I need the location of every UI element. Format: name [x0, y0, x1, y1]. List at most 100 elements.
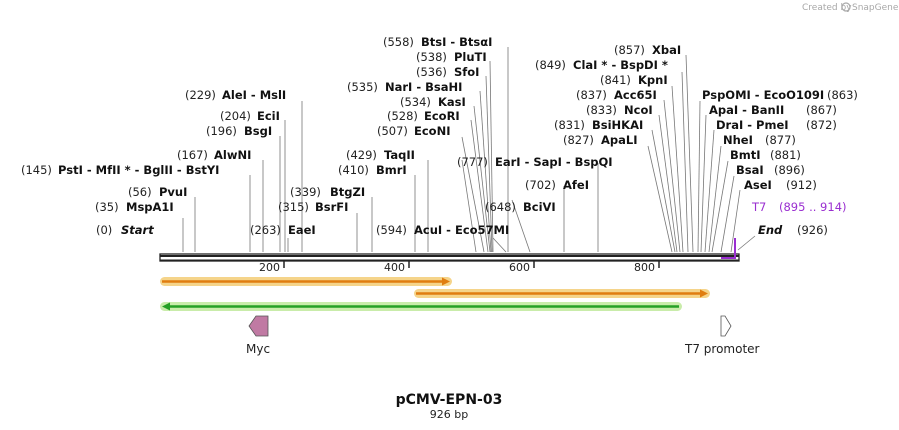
site-name: ApaLI [601, 133, 638, 147]
map-length: 926 bp [430, 408, 468, 421]
feature-t7-promoter[interactable]: T7 promoter [684, 315, 760, 356]
site-pos: (204) [220, 109, 251, 123]
site-pos: (56) [128, 185, 152, 199]
site-name: BsrFI [315, 200, 348, 214]
feature-label: Myc [246, 342, 270, 356]
orf-arrow-1[interactable] [160, 277, 452, 286]
start-pos: (0) [96, 223, 112, 237]
site-pos: (702) [525, 178, 556, 192]
site-name: AlwNI [214, 148, 251, 162]
site-pos: (339) [290, 185, 321, 199]
site-name: EciI [257, 109, 280, 123]
site-name: BsgI [244, 124, 272, 138]
site-name: PvuI [159, 185, 187, 199]
primer-name: T7 [751, 200, 766, 214]
site-name: NcoI [624, 103, 653, 117]
site-name: KpnI [638, 73, 668, 87]
site-name: XbaI [652, 43, 681, 57]
site-labels: (35) MspA1I (56) PvuI (145) PstI - MfII … [21, 35, 858, 237]
site-pos: (528) [387, 109, 418, 123]
site-pos: (837) [576, 88, 607, 102]
site-name: AfeI [563, 178, 589, 192]
site-pos: (833) [586, 103, 617, 117]
site-name: NheI [723, 133, 753, 147]
site-pos: (538) [416, 50, 447, 64]
site-name: AseI [744, 178, 772, 192]
site-name: AcuI - Eco57MI [414, 223, 509, 237]
myc-feature-arrow-icon [248, 315, 269, 337]
site-pos: (536) [416, 65, 447, 79]
site-pos: (507) [377, 124, 408, 138]
site-name: BciVI [523, 200, 556, 214]
end-label: End [758, 223, 783, 237]
site-name: SfoI [454, 65, 479, 79]
site-name: MspA1I [126, 200, 174, 214]
credit-brand: SnapGene [852, 3, 899, 13]
site-pos: (877) [765, 133, 796, 147]
site-pos: (429) [346, 148, 377, 162]
orf-arrow-2[interactable] [414, 289, 710, 298]
tick-label: 800 [634, 261, 655, 274]
site-pos: (857) [614, 43, 645, 57]
site-name: DraI - PmeI [716, 118, 789, 132]
site-pos: (35) [95, 200, 119, 214]
site-name: Acc65I [614, 88, 657, 102]
site-pos: (558) [383, 35, 414, 49]
site-name: EaeI [288, 223, 316, 237]
site-pos: (831) [554, 118, 585, 132]
tick-label: 200 [259, 261, 280, 274]
site-pos: (594) [376, 223, 407, 237]
site-pos: (881) [770, 148, 801, 162]
start-label: Start [121, 223, 154, 237]
axis-ticks: 200 400 600 800 [259, 261, 660, 274]
feature-myc[interactable]: Myc [246, 315, 270, 356]
site-name: NarI - BsaHI [385, 80, 462, 94]
site-pos: (841) [600, 73, 631, 87]
primer-range: (895 .. 914) [779, 200, 847, 214]
site-name: AleI - MslI [222, 88, 286, 102]
site-pos: (896) [774, 163, 805, 177]
site-name: BsiHKAI [592, 118, 643, 132]
site-pos: (410) [338, 163, 369, 177]
site-pos: (263) [250, 223, 281, 237]
site-pos: (535) [347, 80, 378, 94]
map-title: pCMV-EPN-03 [396, 392, 503, 408]
site-name: EcoNI [414, 124, 450, 138]
site-name: KasI [438, 95, 466, 109]
t7-promoter-arrow-icon [720, 315, 732, 337]
site-name: PstI - MfII * - BglII - BstYI [58, 163, 219, 177]
end-pos: (926) [797, 223, 828, 237]
site-name: PspOMI - EcoO109I [702, 88, 824, 102]
site-name: ApaI - BanII [709, 103, 784, 117]
site-name: TaqII [384, 148, 415, 162]
tick-label: 400 [384, 261, 405, 274]
site-name: BmtI [730, 148, 761, 162]
site-name: EarI - SapI - BspQI [495, 155, 613, 169]
orf-arrow-reverse[interactable] [160, 302, 682, 311]
site-pos: (863) [827, 88, 858, 102]
credit-text: Created by [802, 3, 852, 13]
tick-label: 600 [509, 261, 530, 274]
site-leader-lines [182, 47, 756, 253]
t7-primer-arrow[interactable] [721, 238, 736, 259]
site-pos: (229) [185, 88, 216, 102]
site-pos: (145) [21, 163, 52, 177]
site-name: BtsI - BtsαI [421, 35, 492, 49]
site-pos: (534) [400, 95, 431, 109]
site-pos: (167) [177, 148, 208, 162]
site-pos: (315) [278, 200, 309, 214]
site-pos: (867) [806, 103, 837, 117]
site-pos: (648) [485, 200, 516, 214]
site-pos: (849) [535, 58, 566, 72]
site-pos: (912) [786, 178, 817, 192]
snapgene-logo-icon [841, 2, 851, 12]
site-name: BmrI [376, 163, 407, 177]
site-pos: (196) [206, 124, 237, 138]
site-pos: (827) [563, 133, 594, 147]
site-name: ClaI * - BspDI * [573, 58, 668, 72]
site-name: BsaI [736, 163, 764, 177]
dna-backbone[interactable] [159, 253, 740, 262]
site-name: BtgZI [330, 185, 365, 199]
feature-label: T7 promoter [684, 342, 760, 356]
